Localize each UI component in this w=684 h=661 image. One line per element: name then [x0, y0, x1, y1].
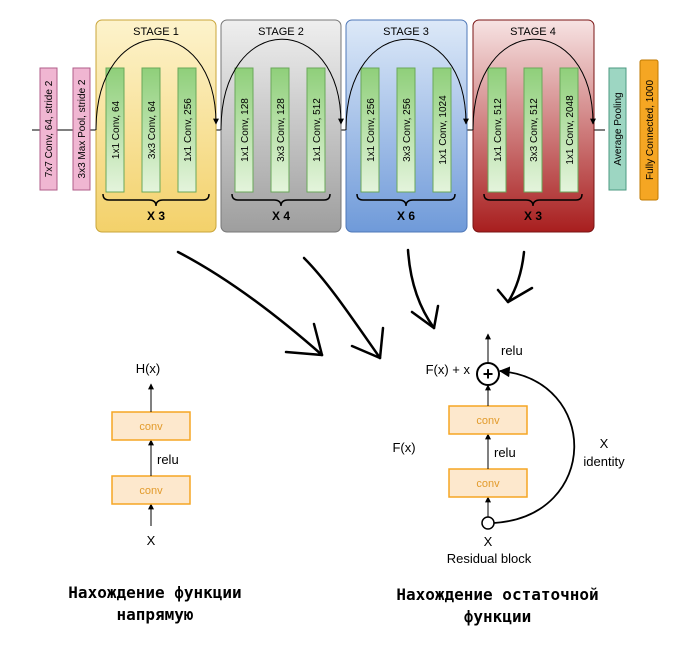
stage-2-layer-1: [234, 67, 254, 193]
residual-plus-sign: +: [483, 364, 494, 384]
skip-arc-stage-1: [95, 38, 219, 131]
identity-label: identity: [583, 454, 625, 469]
plain-conv-top-label: conv: [139, 421, 163, 433]
stage-1-title: STAGE 1: [133, 26, 179, 38]
stage-1-repeat: X 3: [147, 209, 165, 223]
identity-x-label: X: [600, 436, 609, 451]
hand-arrow-1: [176, 250, 324, 357]
stage-2-repeat: X 4: [272, 209, 290, 223]
stage-3-title: STAGE 3: [383, 26, 429, 38]
hand-arrow-1-head: [284, 322, 324, 357]
residual-block-label: Residual block: [447, 551, 532, 566]
stage-4-layer-1: [487, 67, 507, 193]
stage-3-layer-1: [360, 67, 380, 193]
output-layer-fc: [639, 59, 659, 201]
plain-relu-label: relu: [157, 452, 179, 467]
stage-4-layer-2-label: 3x3 Conv, 512: [529, 98, 540, 162]
stage-2-layer-2: [270, 67, 290, 193]
stage-layers: 1x1 Conv, 64 3x3 Conv, 64 1x1 Conv, 256 1x1…: [105, 67, 579, 193]
skip-arc-stage-3: [345, 38, 469, 131]
hand-drawn-arrows: [176, 248, 534, 360]
residual-caption-line-1: Нахождение остаточной: [396, 585, 599, 604]
plain-conv-bottom: [111, 475, 191, 505]
stage-4-layer-3: [559, 67, 579, 193]
identity-arc: [493, 366, 576, 524]
output-layer-avgpool: [608, 67, 627, 191]
stage-1-layer-1-label: 1x1 Conv, 64: [111, 100, 122, 159]
residual-block: conv relu conv + relu F(x) + x F(x) X id…: [392, 333, 625, 566]
plain-output-label: H(x): [136, 361, 161, 376]
hand-arrow-4: [506, 250, 526, 304]
stage-3-layer-2-label: 3x3 Conv, 256: [402, 98, 413, 162]
stage-4-layer-1-label: 1x1 Conv, 512: [493, 98, 504, 162]
residual-relu-label: relu: [494, 445, 516, 460]
stage-3-layer-1-label: 1x1 Conv, 256: [366, 98, 377, 162]
input-layer-conv7-label: 7x7 Conv, 64, stride 2: [44, 80, 55, 177]
input-layer-maxpool-label: 3x3 Max Pool, stride 2: [77, 79, 88, 178]
stage-4-repeat: X 3: [524, 209, 542, 223]
skip-arcs: [95, 38, 596, 131]
repeat-brace-stage-4: [483, 193, 583, 207]
residual-conv-bottom: [448, 468, 528, 498]
residual-fx-label: F(x): [392, 440, 415, 455]
plain-caption: Нахождение функции напрямую: [30, 582, 280, 626]
hand-arrow-3-head: [410, 304, 440, 330]
output-layer-fc-label: Fully Connected, 1000: [645, 80, 656, 181]
skip-arc-stage-2: [220, 38, 344, 131]
stage-3-layer-3: [432, 67, 452, 193]
stage-3-layer-3-label: 1x1 Conv, 1024: [438, 95, 449, 165]
stage-4-layer-2: [523, 67, 543, 193]
input-layer-conv7: [39, 67, 58, 191]
stage-1-layer-2: [141, 67, 161, 193]
plain-caption-line-1: Нахождение функции: [68, 583, 242, 602]
repeat-brace-stage-2: [231, 193, 331, 207]
input-layer-maxpool: [72, 67, 91, 191]
stage-2-layer-2-label: 3x3 Conv, 128: [276, 98, 287, 162]
stage-1-layer-3-label: 1x1 Conv, 256: [183, 98, 194, 162]
hand-arrow-4-head: [496, 286, 534, 304]
stage-2-layer-3: [306, 67, 326, 193]
hand-arrow-2: [302, 256, 382, 360]
residual-relu-top-label: relu: [501, 343, 523, 358]
residual-caption: Нахождение остаточной функции: [355, 584, 640, 628]
plain-caption-line-2: напрямую: [116, 605, 194, 624]
stage-1-layer-2-label: 3x3 Conv, 64: [147, 100, 158, 159]
residual-input-node: [481, 516, 495, 530]
stage-3-layer-2: [396, 67, 416, 193]
residual-sum-label: F(x) + x: [426, 362, 471, 377]
plain-block: conv relu conv H(x) X: [111, 361, 191, 548]
plain-input-label: X: [147, 533, 156, 548]
skip-arc-stage-4: [472, 38, 596, 131]
residual-input-label: X: [484, 534, 493, 549]
hand-arrow-2-head: [350, 326, 385, 360]
hand-arrow-3: [406, 248, 436, 330]
stage-2-layer-3-label: 1x1 Conv, 512: [312, 98, 323, 162]
stage-4-title: STAGE 4: [510, 26, 556, 38]
repeat-brace-stage-1: [102, 193, 210, 207]
stage-4-layer-3-label: 1x1 Conv, 2048: [565, 95, 576, 165]
plain-conv-bottom-label: conv: [139, 485, 163, 497]
output-layer-avgpool-label: Average Pooling: [613, 92, 624, 165]
stage-2-layer-1-label: 1x1 Conv, 128: [240, 98, 251, 162]
stage-2-title: STAGE 2: [258, 26, 304, 38]
stage-3-repeat: X 6: [397, 209, 415, 223]
repeat-brace-stage-3: [356, 193, 456, 207]
residual-conv-bottom-label: conv: [476, 478, 500, 490]
repeat-braces: [102, 193, 583, 207]
stage-1-layer-1: [105, 67, 125, 193]
residual-conv-top-label: conv: [476, 415, 500, 427]
stage-1-layer-3: [177, 67, 197, 193]
residual-caption-line-2: функции: [463, 607, 532, 626]
